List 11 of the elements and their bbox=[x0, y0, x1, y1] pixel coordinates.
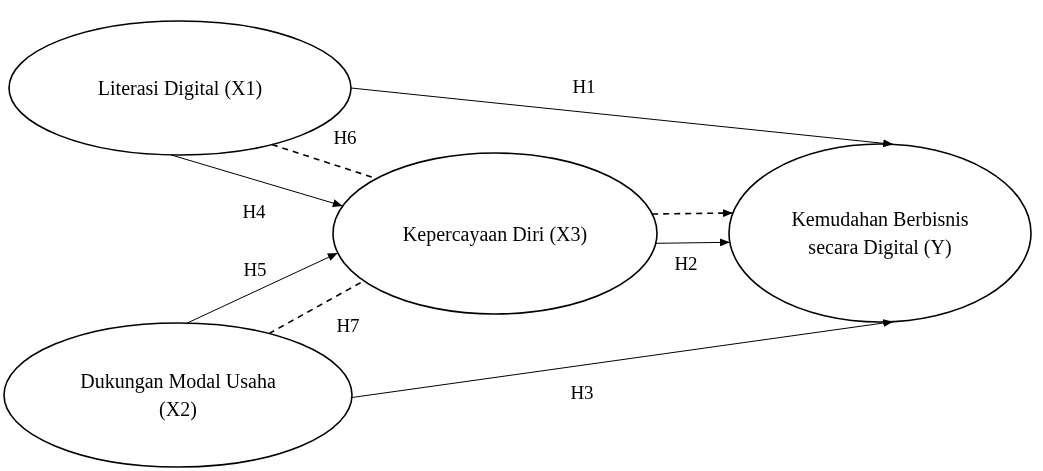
construct-label: Dukungan Modal Usaha (X2) bbox=[79, 369, 277, 423]
construct-label: Literasi Digital (X1) bbox=[96, 76, 264, 102]
arrow bbox=[351, 319, 894, 398]
arrow bbox=[350, 87, 894, 148]
construct-label: Kepercayaan Diri (X3) bbox=[401, 221, 589, 248]
arrow bbox=[651, 209, 734, 218]
construct-ellipse bbox=[728, 143, 1032, 323]
construct-ellipse bbox=[332, 152, 658, 315]
arrow bbox=[186, 252, 339, 324]
arrow bbox=[655, 238, 731, 247]
construct-label: Kemudahan Berbisnis secara Digital (Y) bbox=[790, 207, 970, 261]
